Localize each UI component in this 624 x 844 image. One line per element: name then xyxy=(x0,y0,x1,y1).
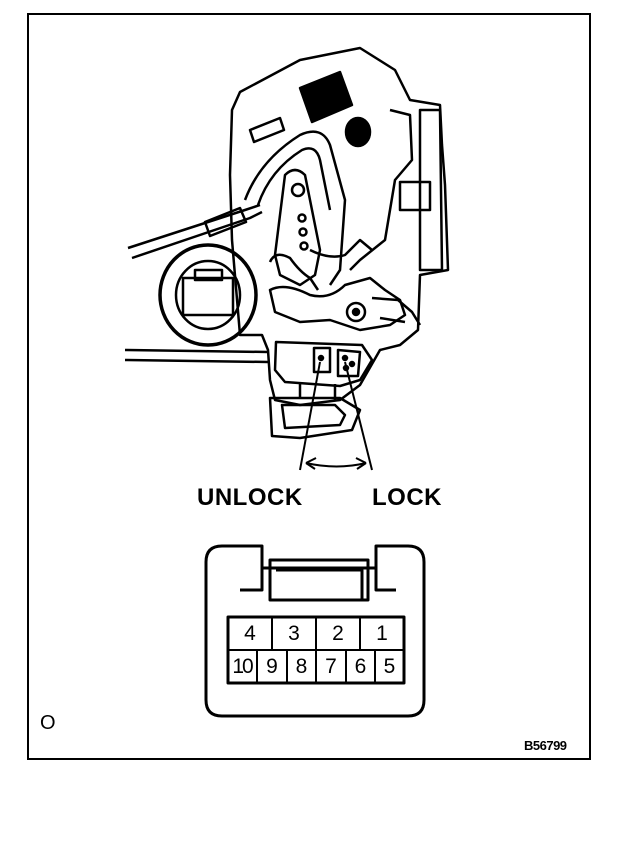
corner-mark: O xyxy=(40,712,56,734)
key-cylinder-outer xyxy=(158,243,258,347)
unlock-indicator-line xyxy=(299,361,321,471)
switch-contact-lock xyxy=(336,348,362,378)
switch-tab xyxy=(298,382,337,400)
pin-label: 4 xyxy=(244,622,256,645)
lock-indicator-line xyxy=(344,361,373,471)
pin-label: 7 xyxy=(325,655,337,678)
latch-hook xyxy=(268,253,320,291)
latch-body xyxy=(268,276,407,332)
pin-label: 6 xyxy=(354,655,367,678)
rotation-arc xyxy=(305,462,367,468)
control-rod xyxy=(127,203,263,260)
figure-frame xyxy=(27,13,591,760)
figure-code: B56799 xyxy=(524,738,567,753)
latch-spring xyxy=(309,238,373,258)
connector-latch-inner xyxy=(276,568,364,600)
switch-dot-3 xyxy=(348,360,356,368)
switch-dot-1 xyxy=(317,354,325,362)
switch-lower-housing xyxy=(268,396,362,440)
key-cylinder-notch xyxy=(193,268,224,282)
lever-hole-1 xyxy=(297,213,307,223)
lock-housing xyxy=(228,46,450,407)
pin-label: 5 xyxy=(383,655,396,678)
latch-pawl xyxy=(371,296,422,326)
latch-pivot-center xyxy=(351,307,361,317)
pin-label: 10 xyxy=(232,655,253,678)
housing-right-panel xyxy=(418,108,444,272)
housing-inner-edge xyxy=(349,108,414,271)
housing-hole xyxy=(344,116,372,148)
rod-clip xyxy=(203,206,248,238)
connector-bottom-dividers xyxy=(256,650,376,683)
lower-rod xyxy=(124,348,269,364)
switch-dot-2 xyxy=(341,354,349,362)
switch-lower-inner xyxy=(280,403,347,430)
unlock-label: UNLOCK xyxy=(197,484,303,511)
switch-contact-unlock xyxy=(312,346,332,374)
lever-arm xyxy=(243,130,347,286)
connector-pin-block xyxy=(226,615,406,685)
connector-latch xyxy=(268,558,370,602)
connector-outline xyxy=(204,544,426,718)
pin-label: 8 xyxy=(295,655,308,678)
pin-label: 9 xyxy=(266,655,278,678)
connector-top-dividers xyxy=(271,617,361,650)
connector-shoulder-left xyxy=(240,568,264,592)
housing-tab xyxy=(398,180,432,212)
housing-slot xyxy=(248,116,286,144)
pin-label: 1 xyxy=(376,622,388,645)
latch-pivot xyxy=(345,301,367,323)
rotation-arrow-left xyxy=(305,457,317,470)
key-cylinder-inner xyxy=(174,259,242,331)
connector-shoulder-right xyxy=(374,568,396,592)
pin-label: 2 xyxy=(332,622,344,645)
lever-hole-3 xyxy=(299,241,309,251)
pin-label: 3 xyxy=(288,622,300,645)
vertical-lever xyxy=(273,168,322,287)
lock-label: LOCK xyxy=(372,484,442,511)
key-cylinder-slot xyxy=(181,276,235,317)
lever-hole-2 xyxy=(298,227,308,237)
rotation-arrow-right xyxy=(355,457,367,470)
lever-pivot xyxy=(290,182,306,198)
housing-window xyxy=(298,70,354,124)
